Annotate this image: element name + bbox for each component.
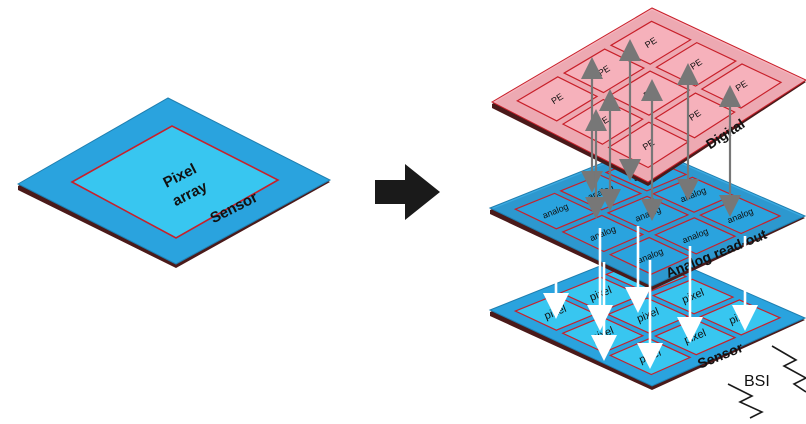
transition-arrow-icon <box>375 164 440 220</box>
analog-cell <box>653 217 737 255</box>
analog-cell <box>561 214 645 253</box>
left-pixel-array <box>70 125 280 239</box>
bsi-label: BSI <box>744 373 770 390</box>
digital-analog-arrows <box>581 39 741 221</box>
pixel-cell <box>651 278 735 315</box>
bsi-light-icon <box>727 345 806 419</box>
left-sensor-chip: Pixel array Sensor <box>16 97 332 268</box>
analog-sensor-arrows <box>543 226 758 369</box>
